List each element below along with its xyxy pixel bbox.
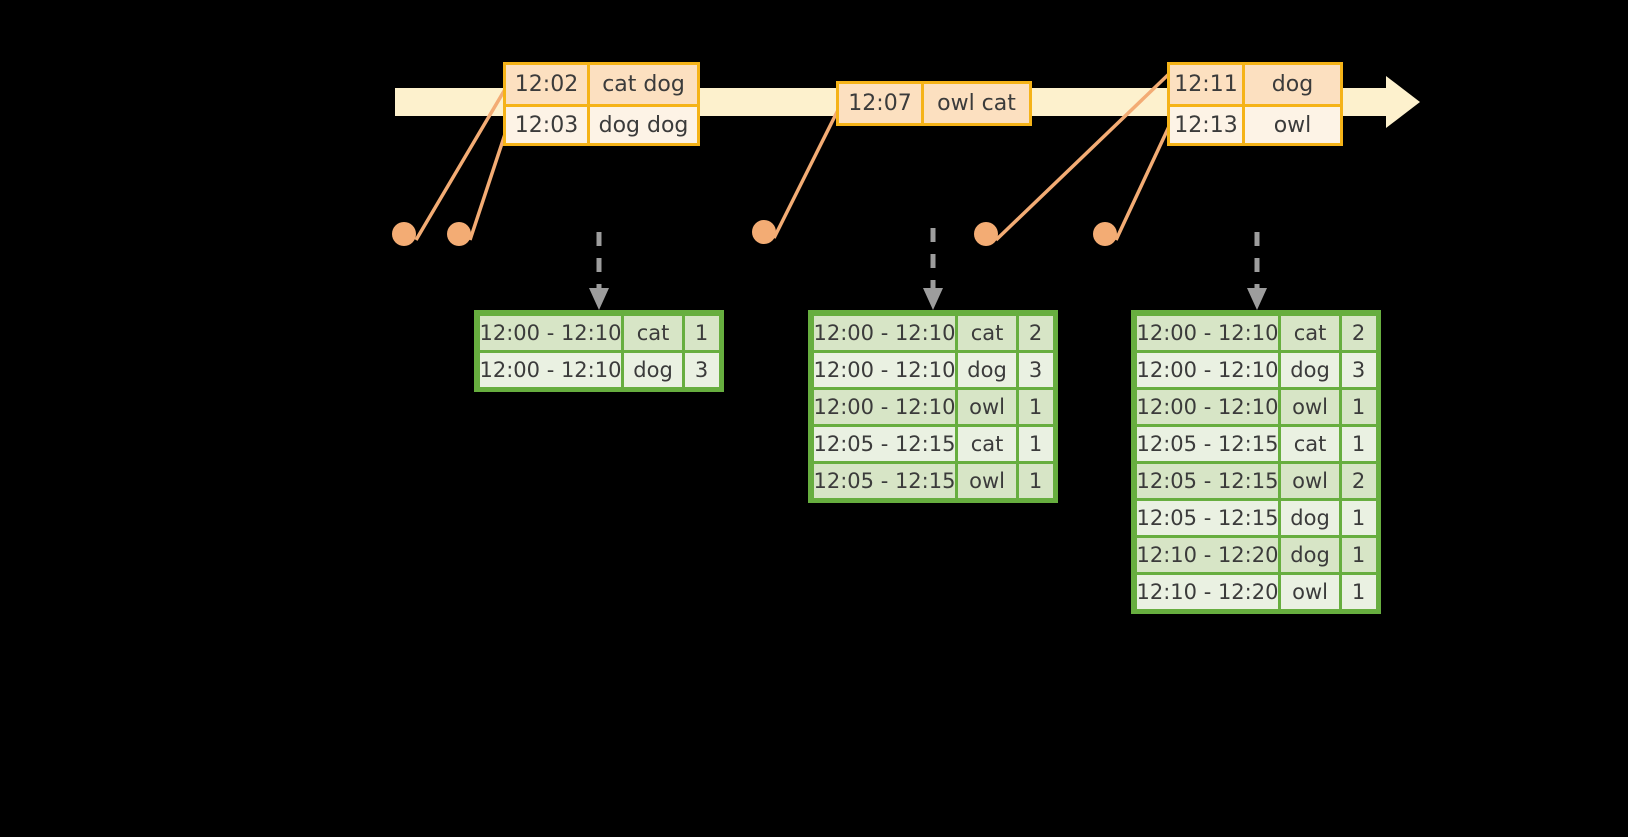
table-row: 12:10 - 12:20 dog 1: [1135, 536, 1377, 573]
window-cell: 12:00 - 12:10: [813, 352, 956, 387]
table-row: 12:10 - 12:20 owl 1: [1135, 573, 1377, 610]
table-row: 12:05 - 12:15 owl 1: [812, 462, 1054, 499]
dashed-down-arrow-2: [923, 228, 943, 310]
window-cell: 12:00 - 12:10: [1136, 389, 1279, 424]
count-cell: 2: [1341, 315, 1376, 350]
word-cell: owl: [958, 463, 1016, 498]
table-row: 12:00 - 12:10 dog 3: [478, 351, 720, 388]
event-group-1: 12:02 cat dog 12:03 dog dog: [503, 62, 700, 146]
table-row: 12:00 - 12:10 dog 3: [812, 351, 1054, 388]
count-cell: 3: [684, 352, 719, 387]
dashed-down-arrow-3: [1247, 232, 1267, 310]
event-time: 12:07: [839, 84, 924, 123]
window-cell: 12:05 - 12:15: [1136, 463, 1279, 498]
window-cell: 12:00 - 12:10: [1136, 352, 1279, 387]
event-group-3: 12:11 dog 12:13 owl: [1167, 62, 1343, 146]
word-cell: cat: [1281, 315, 1339, 350]
word-cell: owl: [958, 389, 1016, 424]
count-cell: 1: [684, 315, 719, 350]
window-cell: 12:05 - 12:15: [813, 426, 956, 461]
table-row: 12:05 - 12:15 owl 2: [1135, 462, 1377, 499]
event-group-2: 12:07 owl cat: [836, 81, 1032, 126]
event-time: 12:03: [506, 107, 590, 143]
count-cell: 3: [1018, 352, 1053, 387]
word-cell: dog: [1281, 537, 1339, 572]
event-words: cat dog: [590, 65, 697, 104]
window-cell: 12:00 - 12:10: [1136, 315, 1279, 350]
table-row: 12:00 - 12:10 dog 3: [1135, 351, 1377, 388]
table-row: 12:00 - 12:10 owl 1: [1135, 388, 1377, 425]
count-cell: 1: [1018, 389, 1053, 424]
word-cell: owl: [1281, 389, 1339, 424]
window-cell: 12:00 - 12:10: [479, 352, 622, 387]
table-row: 12:05 - 12:15 cat 1: [812, 425, 1054, 462]
word-cell: dog: [958, 352, 1016, 387]
table-row: 12:05 - 12:15 dog 1: [1135, 499, 1377, 536]
table-row: 12:05 - 12:15 cat 1: [1135, 425, 1377, 462]
event-words: dog: [1245, 65, 1340, 104]
window-cell: 12:10 - 12:20: [1136, 574, 1279, 609]
window-cell: 12:00 - 12:10: [813, 389, 956, 424]
event-time: 12:11: [1170, 65, 1245, 104]
event-dot-2: [447, 222, 471, 246]
count-cell: 1: [1341, 574, 1376, 609]
window-cell: 12:05 - 12:15: [813, 463, 956, 498]
table-row: 12:00 - 12:10 cat 1: [478, 314, 720, 351]
dashed-down-arrow-1: [589, 232, 609, 310]
event-time: 12:13: [1170, 107, 1245, 143]
word-cell: owl: [1281, 463, 1339, 498]
event-words: owl: [1245, 107, 1340, 143]
word-cell: dog: [1281, 352, 1339, 387]
word-cell: cat: [1281, 426, 1339, 461]
result-table-2: 12:00 - 12:10 cat 2 12:00 - 12:10 dog 3 …: [808, 310, 1058, 503]
event-dot-3: [752, 220, 776, 244]
word-cell: owl: [1281, 574, 1339, 609]
count-cell: 2: [1341, 463, 1376, 498]
event-row: 12:11 dog: [1170, 65, 1340, 104]
window-cell: 12:00 - 12:10: [479, 315, 622, 350]
word-cell: dog: [1281, 500, 1339, 535]
word-cell: cat: [958, 315, 1016, 350]
window-cell: 12:05 - 12:15: [1136, 500, 1279, 535]
count-cell: 1: [1341, 426, 1376, 461]
table-row: 12:00 - 12:10 cat 2: [1135, 314, 1377, 351]
result-table-3: 12:00 - 12:10 cat 2 12:00 - 12:10 dog 3 …: [1131, 310, 1381, 614]
window-cell: 12:05 - 12:15: [1136, 426, 1279, 461]
count-cell: 1: [1341, 537, 1376, 572]
count-cell: 3: [1341, 352, 1376, 387]
count-cell: 1: [1341, 500, 1376, 535]
event-words: owl cat: [924, 84, 1029, 123]
word-cell: dog: [624, 352, 682, 387]
result-table-1: 12:00 - 12:10 cat 1 12:00 - 12:10 dog 3: [474, 310, 724, 392]
count-cell: 2: [1018, 315, 1053, 350]
table-row: 12:00 - 12:10 owl 1: [812, 388, 1054, 425]
event-dot-5: [1093, 222, 1117, 246]
event-row: 12:07 owl cat: [839, 84, 1029, 123]
word-cell: cat: [958, 426, 1016, 461]
event-time: 12:02: [506, 65, 590, 104]
event-row: 12:03 dog dog: [506, 104, 697, 143]
table-row: 12:00 - 12:10 cat 2: [812, 314, 1054, 351]
event-words: dog dog: [590, 107, 697, 143]
event-dot-4: [974, 222, 998, 246]
count-cell: 1: [1018, 463, 1053, 498]
event-row: 12:02 cat dog: [506, 65, 697, 104]
count-cell: 1: [1341, 389, 1376, 424]
event-row: 12:13 owl: [1170, 104, 1340, 143]
timeline-arrowhead-icon: [1386, 76, 1420, 128]
word-cell: cat: [624, 315, 682, 350]
event-dot-1: [392, 222, 416, 246]
window-cell: 12:10 - 12:20: [1136, 537, 1279, 572]
window-cell: 12:00 - 12:10: [813, 315, 956, 350]
count-cell: 1: [1018, 426, 1053, 461]
